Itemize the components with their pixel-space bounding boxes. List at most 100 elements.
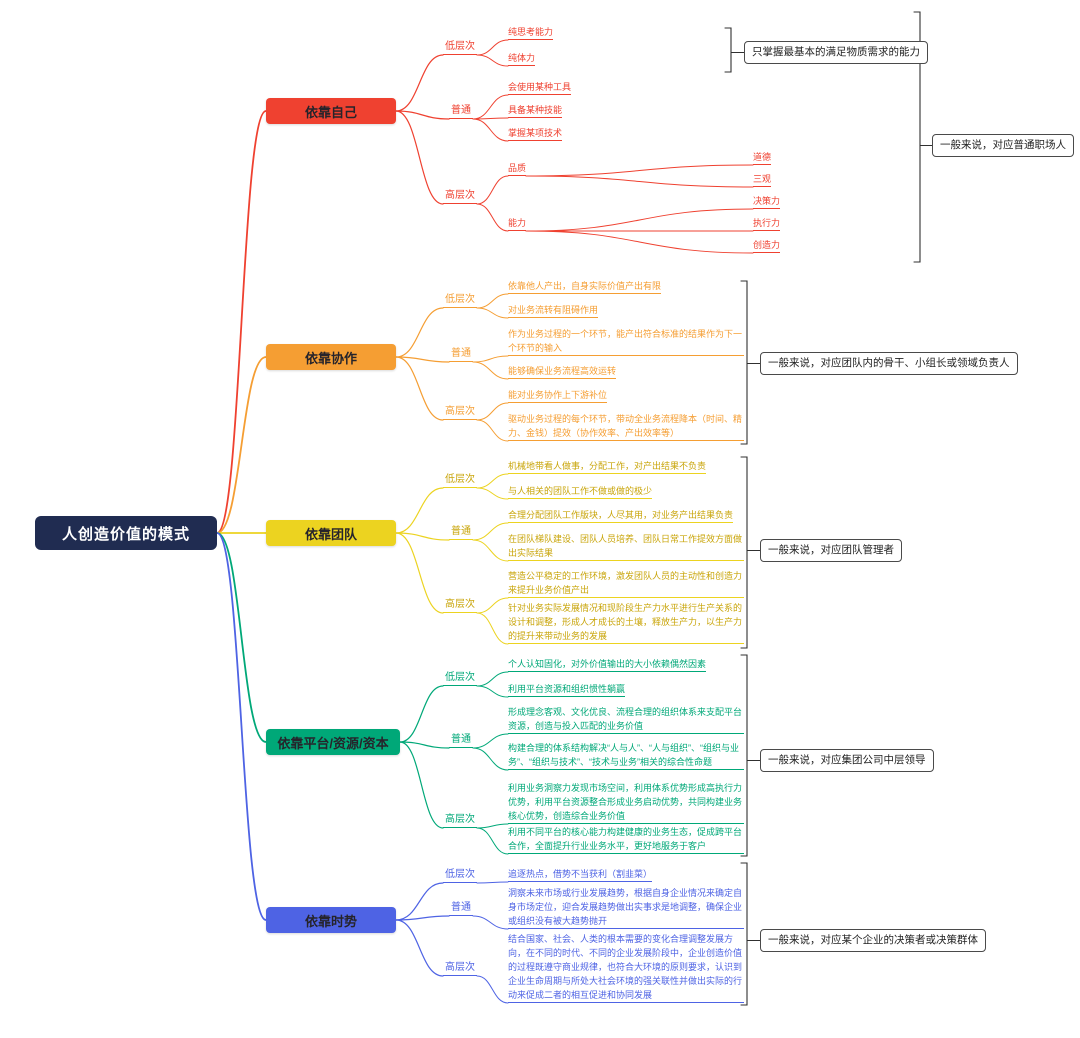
callout-box[interactable]: 一般来说，对应集团公司中层领导 [760, 749, 934, 772]
level-node-high[interactable]: 高层次 [443, 812, 477, 828]
connector [476, 487, 509, 500]
connector [399, 741, 450, 749]
level-node-high[interactable]: 高层次 [443, 404, 477, 420]
connector [476, 612, 509, 645]
branch-node-platform[interactable]: 依靠平台/资源/资本 [266, 729, 400, 755]
callout-box[interactable]: 一般来说，对应某个企业的决策者或决策群体 [760, 929, 986, 952]
connector [472, 733, 509, 749]
level-node-low[interactable]: 低层次 [443, 670, 477, 686]
leaf-node[interactable]: 洞察未来市场或行业发展趋势，根据自身企业情况来确定自身市场定位，迎合发展趋势做出… [508, 886, 744, 929]
group-bracket [724, 27, 732, 73]
connector [395, 356, 444, 421]
leaf-node[interactable]: 品质 [508, 161, 527, 176]
connector [216, 532, 267, 921]
connector [476, 402, 509, 421]
level-node-normal[interactable]: 普通 [449, 524, 473, 540]
connector [395, 915, 450, 921]
leaf-node[interactable]: 利用平台资源和组织惯性躺赢 [508, 682, 626, 697]
connector [395, 356, 450, 363]
connector [216, 532, 267, 743]
connector [472, 361, 509, 380]
branch-node-trend[interactable]: 依靠时势 [266, 907, 396, 933]
level-node-high[interactable]: 高层次 [443, 188, 477, 204]
connector [476, 827, 509, 855]
level-node-low[interactable]: 低层次 [443, 292, 477, 308]
connector [395, 882, 444, 921]
leaf-node[interactable]: 针对业务实际发展情况和现阶段生产力水平进行生产关系的设计和调整，形成人才成长的土… [508, 601, 744, 644]
leaf-node[interactable]: 会使用某种工具 [508, 80, 572, 95]
subleaf-node[interactable]: 道德 [753, 150, 772, 165]
connector [216, 356, 267, 534]
leaf-node[interactable]: 对业务流转有阻碍作用 [508, 303, 599, 318]
connector [395, 487, 444, 534]
branch-node-collaboration[interactable]: 依靠协作 [266, 344, 396, 370]
connector [472, 94, 509, 120]
level-node-low[interactable]: 低层次 [443, 39, 477, 55]
leaf-node[interactable]: 驱动业务过程的每个环节，带动全业务流程降本（时间、精力、金钱）提效（协作效率、产… [508, 412, 744, 441]
leaf-node[interactable]: 能力 [508, 216, 527, 231]
connector [476, 39, 509, 56]
connector [476, 473, 509, 489]
connector [472, 355, 509, 363]
subleaf-node[interactable]: 决策力 [753, 194, 781, 209]
connector [399, 741, 444, 829]
leaf-node[interactable]: 掌握某项技术 [508, 126, 563, 141]
leaf-node[interactable]: 依靠他人产出，自身实际价值产出有限 [508, 279, 662, 294]
leaf-node[interactable]: 纯思考能力 [508, 25, 554, 40]
leaf-node[interactable]: 与人相关的团队工作不做或做的极少 [508, 484, 653, 499]
connector [472, 747, 509, 771]
connector [476, 54, 509, 67]
connector [476, 881, 509, 884]
branch-node-team[interactable]: 依靠团队 [266, 520, 396, 546]
level-node-low[interactable]: 低层次 [443, 867, 477, 883]
leaf-node[interactable]: 结合国家、社会、人类的根本需要的变化合理调整发展方向，在不同的时代、不同的企业发… [508, 932, 744, 1003]
leaf-node[interactable]: 营造公平稳定的工作环境，激发团队人员的主动性和创造力来提升业务价值产出 [508, 569, 744, 598]
connector [399, 685, 444, 743]
leaf-node[interactable]: 能够确保业务流程高效运转 [508, 364, 617, 379]
leaf-node[interactable]: 在团队梯队建设、团队人员培养、团队日常工作提效方面做出实际结果 [508, 532, 744, 561]
leaf-node[interactable]: 纯体力 [508, 51, 536, 66]
connector [476, 671, 509, 687]
leaf-node[interactable]: 利用不同平台的核心能力构建健康的业务生态，促成跨平台合作，全面提升行业业务水平，… [508, 825, 744, 854]
connector [476, 175, 509, 205]
leaf-node[interactable]: 能对业务协作上下游补位 [508, 388, 608, 403]
leaf-node[interactable]: 具备某种技能 [508, 103, 563, 118]
callout-box[interactable]: 只掌握最基本的满足物质需求的能力 [744, 41, 928, 64]
level-node-normal[interactable]: 普通 [449, 346, 473, 362]
level-node-normal[interactable]: 普通 [449, 900, 473, 916]
connector [395, 532, 450, 541]
level-node-high[interactable]: 高层次 [443, 960, 477, 976]
connector [395, 110, 450, 120]
leaf-node[interactable]: 合理分配团队工作版块，人尽其用，对业务产出结果负责 [508, 508, 734, 523]
connector [476, 203, 509, 232]
subleaf-node[interactable]: 创造力 [753, 238, 781, 253]
connector [525, 208, 754, 232]
leaf-node[interactable]: 机械地带看人做事，分配工作，对产出结果不负责 [508, 459, 707, 474]
leaf-node[interactable]: 利用业务洞察力发现市场空间，利用体系优势形成高执行力优势，利用平台资源整合形成业… [508, 781, 744, 824]
connector [472, 539, 509, 562]
callout-box[interactable]: 一般来说，对应团队内的骨干、小组长或领域负责人 [760, 352, 1018, 375]
branch-node-self[interactable]: 依靠自己 [266, 98, 396, 124]
leaf-node[interactable]: 追逐热点，借势不当获利（割韭菜） [508, 867, 653, 882]
connector [476, 685, 509, 698]
callout-box[interactable]: 一般来说，对应团队管理者 [760, 539, 902, 562]
callout-box[interactable]: 一般来说，对应普通职场人 [932, 134, 1074, 157]
leaf-node[interactable]: 形成理念客观、文化优良、流程合理的组织体系来支配平台资源，创造与投入匹配的业务价… [508, 705, 744, 734]
connector [395, 54, 444, 112]
connector [476, 597, 509, 614]
group-bracket [740, 862, 748, 1006]
subleaf-node[interactable]: 执行力 [753, 216, 781, 231]
leaf-node[interactable]: 构建合理的体系结构解决“人与人”、“人与组织”、“组织与业务”、“组织与技术”、… [508, 741, 744, 770]
level-node-normal[interactable]: 普通 [449, 103, 473, 119]
level-node-high[interactable]: 高层次 [443, 597, 477, 613]
root-node[interactable]: 人创造价值的模式 [35, 516, 217, 550]
connector [395, 532, 444, 614]
leaf-node[interactable]: 个人认知固化，对外价值输出的大小依赖偶然因素 [508, 657, 707, 672]
leaf-node[interactable]: 作为业务过程的一个环节，能产出符合标准的结果作为下一个环节的输入 [508, 327, 744, 356]
subleaf-node[interactable]: 三观 [753, 172, 772, 187]
connector [395, 110, 444, 205]
connector [476, 975, 509, 1004]
level-node-low[interactable]: 低层次 [443, 472, 477, 488]
connector [395, 307, 444, 358]
level-node-normal[interactable]: 普通 [449, 732, 473, 748]
